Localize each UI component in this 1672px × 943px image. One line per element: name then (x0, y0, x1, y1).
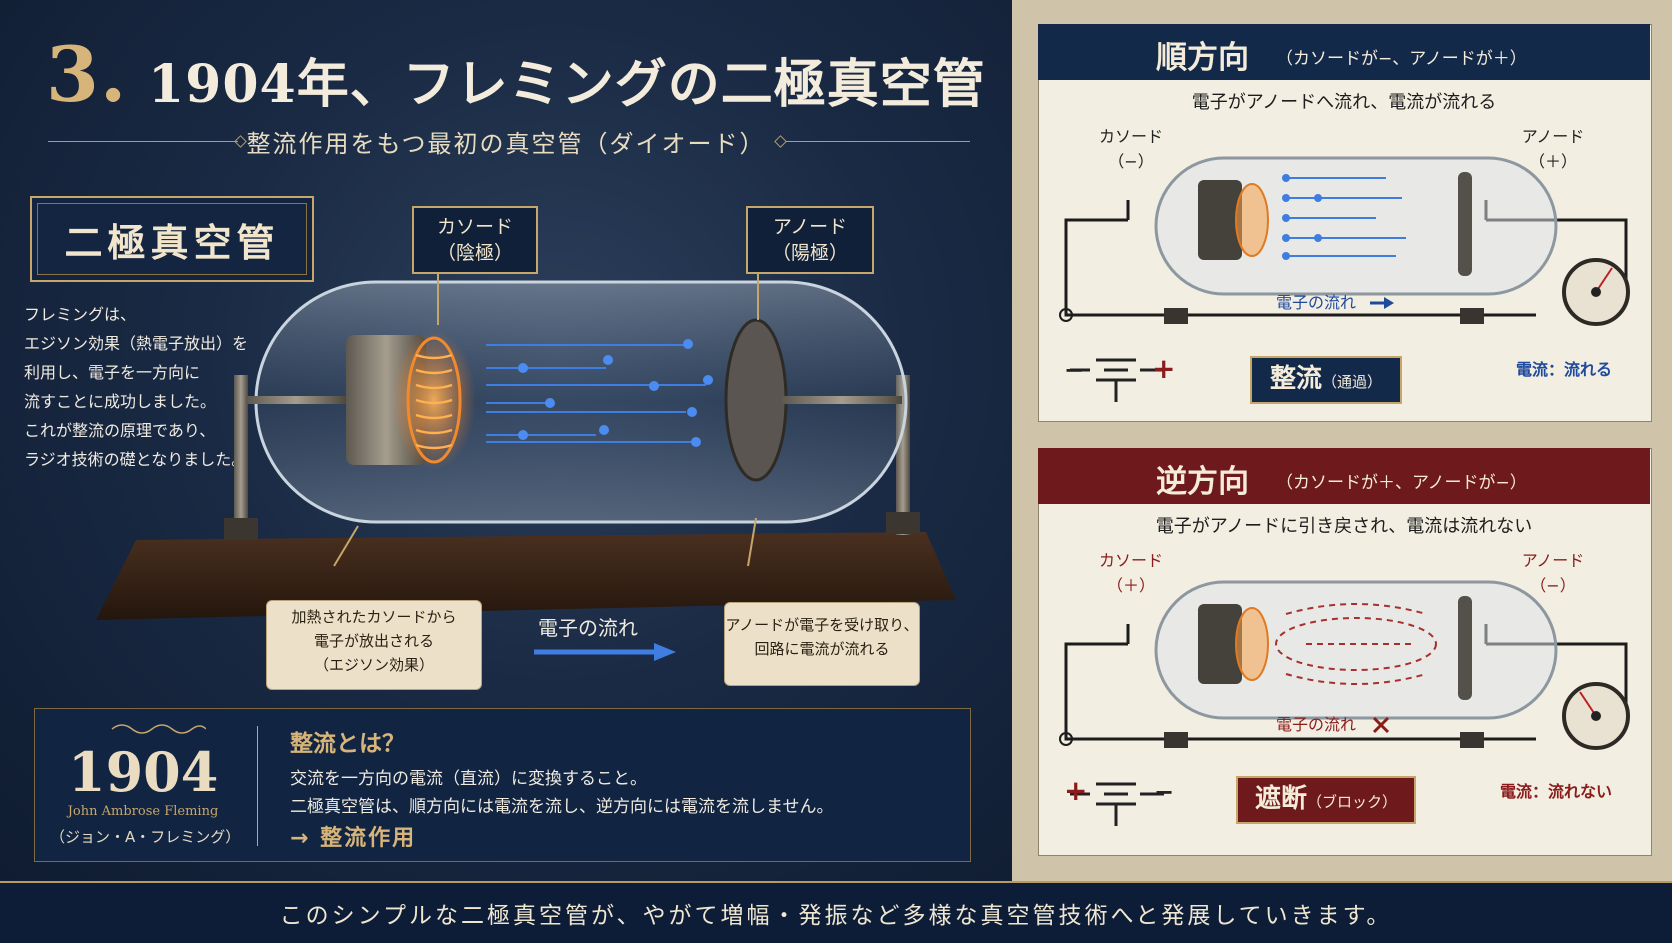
subtitle-rule-right (786, 141, 970, 142)
flow-arrow-icon (534, 643, 676, 661)
vacuum-tube-illustration (96, 270, 956, 620)
anode-label-text: アノード (772, 216, 848, 238)
reverse-badge-sub: （ブロック） (1307, 793, 1398, 811)
reverse-anode-label: アノード （−） (1508, 548, 1598, 598)
callout-line: アノードが電子を受け取り、 (725, 616, 919, 634)
reverse-badge: 遮断（ブロック） (1236, 776, 1416, 824)
description-line: これが整流の原理であり、 (24, 421, 216, 440)
forward-description: 電子がアノードへ流れ、電流が流れる (1191, 92, 1497, 113)
emission-callout: 加熱されたカソードから 電子が放出される （エジソン効果） (266, 600, 482, 690)
anode-label: アノード （陽極） (746, 206, 874, 274)
reverse-battery-minus: − (1154, 778, 1175, 806)
forward-badge: 整流（通過） (1250, 356, 1402, 404)
forward-header (1038, 24, 1650, 80)
footer-text: このシンプルな二極真空管が、やがて増幅・発振など多様な真空管技術へと発展していき… (279, 903, 1393, 929)
forward-subtitle: （カソードが−、アノードが＋） (1276, 49, 1527, 69)
left-support-foot (224, 518, 258, 540)
rectification-definition: 交流を一方向の電流（直流）に変換すること。 (290, 769, 647, 789)
rectification-explanation: 二極真空管は、順方向には電流を流し、逆方向には電流を流しません。 (290, 797, 834, 817)
forward-current-status: 電流：流れる (1516, 360, 1613, 379)
reverse-current-status: 電流：流れない (1500, 782, 1613, 801)
electron-flow-label: 電子の流れ (538, 616, 638, 640)
anode-lead (782, 396, 902, 404)
callout-line: 回路に電流が流れる (754, 640, 890, 658)
anode-callout: アノードが電子を受け取り、 回路に電流が流れる (724, 602, 920, 686)
cathode-lead (246, 396, 346, 404)
forward-cathode-label: カソード （−） (1086, 124, 1176, 174)
anode-sign: （−） (1530, 576, 1576, 595)
cathode-filament (406, 336, 462, 464)
rectification-info-box (34, 708, 971, 862)
description-line: 流すことに成功しました。 (24, 392, 217, 411)
cathode-text: カソード (1098, 551, 1163, 570)
forward-flow-arrow-icon (1370, 297, 1394, 309)
forward-battery-plus: + (1152, 352, 1176, 385)
description-line: フレミングは、 (24, 305, 137, 324)
reverse-title: 逆方向 (1156, 464, 1249, 500)
reverse-battery-plus: + (1064, 774, 1088, 807)
diode-heading: 二極真空管 (64, 220, 280, 265)
callout-line: （エジソン効果） (313, 656, 434, 674)
forward-anode-label: アノード （＋） (1508, 124, 1598, 174)
reverse-header (1038, 448, 1650, 504)
cathode-label: カソード （陰極） (412, 206, 538, 274)
forward-electron-streams (1286, 177, 1406, 257)
forward-circuit-diagram (1059, 156, 1630, 326)
diode-heading-frame (30, 196, 314, 282)
page-subtitle: 整流作用をもつ最初の真空管（ダイオード） (246, 130, 766, 158)
reverse-battery-icon (1070, 782, 1164, 826)
description-line: ラジオ技術の礎となりました。 (24, 450, 248, 469)
blocked-x-icon (1372, 716, 1390, 734)
reverse-flow-label: 電子の流れ (1276, 715, 1357, 734)
reverse-subtitle: （カソードが＋、アノードが−） (1276, 473, 1527, 493)
cathode-label-text: カソード (436, 216, 513, 238)
reverse-badge-main: 遮断 (1254, 784, 1307, 814)
rectification-question: 整流とは？ (290, 731, 405, 757)
right-callout-leader (747, 517, 757, 567)
forward-flow-label: 電子の流れ (1276, 293, 1357, 312)
cathode-sign: （−） (1108, 152, 1154, 171)
cathode-text: カソード (1098, 127, 1163, 146)
anode-sign: （＋） (1528, 152, 1577, 171)
section-number: 3. (46, 30, 128, 119)
diode-description: フレミングは、 エジソン効果（熱電子放出）を 利用し、電子を一方向に 流すことに… (24, 300, 264, 474)
forward-badge-main: 整流 (1269, 364, 1322, 394)
wooden-base (96, 532, 956, 620)
cathode-sign: （＋） (1106, 576, 1155, 595)
page-title: 1904年、フレミングの二極真空管 (148, 54, 986, 115)
description-line: エジソン効果（熱電子放出）を (24, 334, 249, 353)
right-support-foot (886, 512, 920, 534)
description-line: 利用し、電子を一方向に (24, 363, 201, 382)
forward-electrons (1282, 174, 1322, 260)
electrons (518, 339, 713, 447)
anode-text: アノード (1521, 551, 1585, 570)
cathode-label-sub: （陰極） (436, 242, 513, 264)
forward-battery-icon (1070, 358, 1164, 402)
footer-bar (0, 881, 1672, 943)
reverse-circuit-diagram (1059, 580, 1630, 750)
electron-streams (486, 344, 706, 443)
callout-line: 電子が放出される (313, 632, 434, 650)
anode-text: アノード (1521, 127, 1585, 146)
forward-badge-sub: （通過） (1322, 373, 1383, 391)
info-divider (257, 726, 258, 846)
reverse-cathode-label: カソード （＋） (1086, 548, 1176, 598)
inventor-name-en: John Ambrose Fleming (67, 804, 219, 819)
forward-battery-minus: − (1064, 356, 1085, 384)
forward-title: 順方向 (1156, 40, 1249, 76)
rectification-conclusion: → 整流作用 (290, 826, 417, 851)
subtitle-rule-left (48, 141, 238, 142)
anode-plate (724, 318, 788, 482)
inventor-name-ja: （ジョン・A・フレミング） (50, 828, 241, 846)
callout-line: 加熱されたカソードから (291, 608, 457, 626)
year-display: 1904 (68, 740, 219, 804)
filament-coil (415, 353, 453, 450)
left-callout-leader (333, 525, 359, 567)
anode-label-sub: （陽極） (771, 242, 848, 264)
ornament-icon (111, 724, 206, 734)
reverse-electron-loops (1275, 603, 1437, 685)
left-support-post (234, 375, 248, 535)
reverse-description: 電子がアノードに引き戻され、電流は流れない (1155, 516, 1533, 537)
